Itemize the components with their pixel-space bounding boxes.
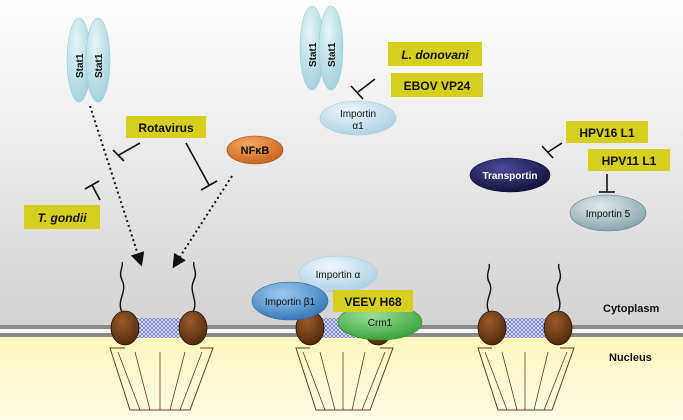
importin-alpha1-label-line1: Importin	[340, 109, 376, 120]
transportin: Transportin	[469, 157, 551, 193]
stat1-label: Stat1	[75, 53, 86, 78]
nfkb-label: NFκB	[241, 145, 270, 157]
transportin-label: Transportin	[482, 171, 537, 182]
t-gondii-label: T. gondii	[37, 211, 87, 225]
hpv16-box: HPV16 L1	[566, 121, 648, 143]
inhibition-line	[350, 78, 376, 100]
veev-box: VEEV H68	[333, 290, 413, 312]
importin5-label: Importin 5	[586, 209, 631, 220]
rotavirus-box: Rotavirus	[126, 116, 206, 138]
nuclear-pore-complex-3	[477, 263, 575, 411]
ebov-box: EBOV VP24	[391, 73, 483, 97]
hpv11-box: HPV11 L1	[588, 149, 670, 171]
nucleus-region	[0, 330, 683, 420]
t-gondii-box: T. gondii	[24, 205, 100, 229]
nucleus-label: Nucleus	[609, 352, 652, 364]
inhibition-line	[112, 142, 141, 162]
stat1-label: Stat1	[94, 53, 105, 78]
l-donovani-box: L. donovani	[388, 42, 482, 66]
stat1-dimer-2: Stat1 Stat1	[299, 5, 344, 91]
nfkb-molecule: NFκB	[226, 135, 284, 165]
rotavirus-label: Rotavirus	[138, 121, 194, 135]
inhibition-line	[185, 142, 218, 191]
veev-label: VEEV H68	[344, 295, 402, 309]
l-donovani-label: L. donovani	[401, 48, 469, 62]
hpv11-label: HPV11 L1	[602, 154, 657, 168]
inhibition-line	[541, 142, 563, 159]
nuclear-pore-complex-1	[109, 261, 214, 411]
inhibition-line	[599, 174, 615, 193]
importin5: Importin 5	[569, 194, 647, 232]
stat1-label: Stat1	[327, 42, 338, 67]
importin-alpha1: Importin α1	[319, 100, 397, 136]
ebov-label: EBOV VP24	[404, 79, 471, 93]
stat1-dimer-1: Stat1 Stat1	[66, 17, 111, 103]
importin-alpha-label: Importin α	[316, 270, 361, 281]
stat1-label: Stat1	[308, 42, 319, 67]
hpv16-label: HPV16 L1	[579, 126, 635, 140]
importin-alpha1-label-line2: α1	[352, 121, 364, 132]
importin-beta1-label: Importin β1	[265, 297, 316, 308]
crm1-label: Crm1	[368, 318, 393, 329]
importin-beta1: Importin β1	[251, 281, 329, 321]
inhibition-line	[84, 180, 101, 201]
cytoplasm-label: Cytoplasm	[603, 303, 659, 315]
